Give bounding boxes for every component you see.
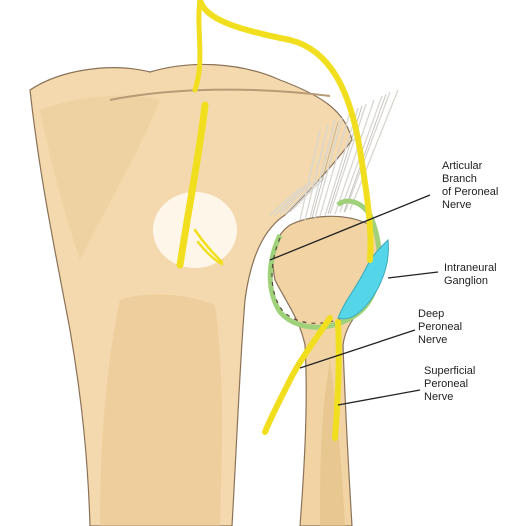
label-deep-peroneal-nerve: Deep Peroneal Nerve [418,308,462,347]
label-intraneural-ganglion: Intraneural Ganglion [444,262,497,288]
label-superficial-peroneal-nerve: Superficial Peroneal Nerve [424,365,475,404]
tibia-shadow [100,295,222,526]
label-articular-branch: Articular Branch of Peroneal Nerve [442,160,498,212]
